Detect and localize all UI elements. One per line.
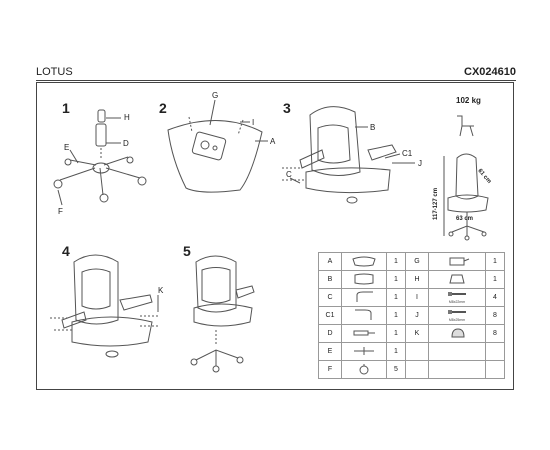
backrest-icon <box>354 273 374 284</box>
product-code: CX024610 <box>464 66 516 78</box>
step3-label-c: C <box>286 170 292 179</box>
step3-label-c1: C1 <box>402 149 413 158</box>
part-image <box>428 252 486 271</box>
step1-label-f: F <box>58 207 63 216</box>
part-qty: 5 <box>386 360 406 379</box>
part-image <box>428 270 486 289</box>
cap-icon <box>451 327 465 337</box>
spec-chair-drawing <box>443 115 489 241</box>
bolt-icon <box>448 310 466 314</box>
step-number-1: 1 <box>62 100 70 116</box>
armrest-icon <box>355 309 372 320</box>
part-code: B <box>318 270 342 289</box>
step-number-5: 5 <box>183 243 191 259</box>
max-load: 102 kg <box>456 96 481 105</box>
step4-label-k: K <box>158 286 164 295</box>
step2-label-a: A <box>270 137 276 146</box>
part-image: M8x22mm <box>428 288 486 307</box>
part-qty: 1 <box>386 306 406 325</box>
part-code: A <box>318 252 342 271</box>
instruction-frame <box>36 82 514 390</box>
gas-lift-icon <box>353 330 375 335</box>
height-dimension: 117-127 cm <box>433 187 439 220</box>
part-code: I <box>405 288 429 307</box>
step3-label-b: B <box>370 123 376 132</box>
step3-label-j: J <box>418 159 422 168</box>
step-number-2: 2 <box>159 100 167 116</box>
part-image <box>341 270 387 289</box>
table-row: F 5 <box>318 360 505 379</box>
part-qty: 1 <box>386 324 406 343</box>
caster-icon <box>359 363 369 374</box>
part-image <box>341 360 387 379</box>
part-qty: 8 <box>485 306 505 325</box>
step5-chair-drawing <box>190 255 255 373</box>
part-image <box>341 324 387 343</box>
part-qty: 1 <box>386 342 406 361</box>
part-image <box>341 342 387 361</box>
part-qty: 4 <box>485 288 505 307</box>
empty-cell <box>405 342 429 361</box>
step1-label-d: D <box>123 139 129 148</box>
step1-base-drawing <box>53 109 147 206</box>
part-image <box>428 324 486 343</box>
width-dimension: 63 cm <box>456 216 474 222</box>
mechanism-icon <box>449 257 470 265</box>
part-qty: 1 <box>386 288 406 307</box>
seat-icon <box>352 256 376 266</box>
table-row: C1 1 J M8x25mm 8 <box>318 306 505 325</box>
part-image <box>341 288 387 307</box>
empty-cell <box>405 360 429 379</box>
part-qty: 1 <box>386 252 406 271</box>
part-qty: 8 <box>485 324 505 343</box>
part-size-note: M8x22mm <box>448 300 466 304</box>
step1-label-h: H <box>124 113 130 122</box>
part-image <box>341 306 387 325</box>
part-code: F <box>318 360 342 379</box>
part-code: C1 <box>318 306 342 325</box>
table-row: B 1 H 1 <box>318 270 505 289</box>
step3-chair-drawing <box>282 106 415 204</box>
step2-label-g: G <box>212 91 219 100</box>
step-number-4: 4 <box>62 243 70 259</box>
part-code: K <box>405 324 429 343</box>
part-qty: 1 <box>386 270 406 289</box>
step2-label-i: I <box>252 118 255 127</box>
step1-label-e: E <box>64 143 70 152</box>
part-code: H <box>405 270 429 289</box>
armrest-icon <box>356 291 373 302</box>
part-code: J <box>405 306 429 325</box>
document-title: LOTUS <box>36 66 73 78</box>
parts-table: A 1 G 1 B 1 H 1 C 1 I M8x22mm 4 C1 1 J M… <box>318 252 505 379</box>
part-code: C <box>318 288 342 307</box>
step-number-3: 3 <box>283 100 291 116</box>
part-size-note: M8x25mm <box>448 318 466 322</box>
table-row: A 1 G 1 <box>318 252 505 271</box>
part-image: M8x25mm <box>428 306 486 325</box>
step2-seat-drawing <box>167 99 268 193</box>
base-icon <box>354 346 374 355</box>
part-code: D <box>318 324 342 343</box>
part-qty: 1 <box>485 270 505 289</box>
step4-chair-drawing <box>50 254 160 358</box>
empty-cell <box>428 342 486 361</box>
table-row: D 1 K 8 <box>318 324 505 343</box>
table-row: C 1 I M8x22mm 4 <box>318 288 505 307</box>
part-code: G <box>405 252 429 271</box>
bolt-icon <box>448 292 466 296</box>
cover-icon <box>449 274 465 283</box>
part-image <box>341 252 387 271</box>
header-rule <box>36 80 516 81</box>
empty-cell <box>428 360 486 379</box>
part-code: E <box>318 342 342 361</box>
empty-cell <box>485 360 505 379</box>
empty-cell <box>485 342 505 361</box>
table-row: E 1 <box>318 342 505 361</box>
part-qty: 1 <box>485 252 505 271</box>
